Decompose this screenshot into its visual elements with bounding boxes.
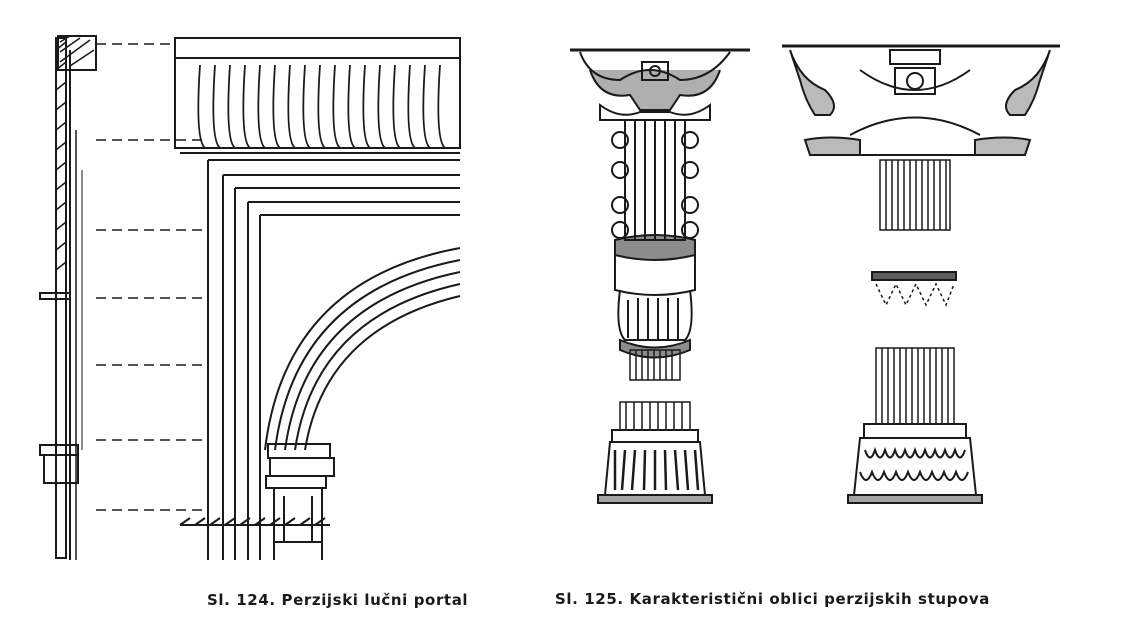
column-left (570, 48, 750, 504)
figure-124-caption: Sl. 124. Perzijski lučni portal (207, 591, 469, 609)
column-right (782, 44, 1060, 504)
column-left-shaft (619, 349, 691, 431)
portal-drawing (39, 35, 461, 560)
cornice (174, 37, 461, 154)
column-right-base (847, 423, 983, 504)
masonry-courses (96, 43, 205, 511)
door-frame (207, 159, 460, 540)
column-left-bell (614, 234, 696, 359)
column-left-volutes (611, 119, 699, 241)
column-right-ring (871, 271, 957, 307)
arch-bands (264, 247, 461, 451)
arch-impost (265, 443, 335, 543)
figure-125-caption: Sl. 125. Karakteristični oblici perzijsk… (555, 590, 990, 608)
column-right-capital (782, 44, 1060, 156)
left-wall-hatching (39, 35, 97, 560)
column-right-lower-shaft (875, 347, 955, 425)
column-left-capital (570, 48, 750, 121)
figure-persian-columns (560, 40, 1070, 510)
column-right-upper-shaft (879, 159, 951, 231)
column-left-base (597, 429, 713, 504)
figure-persian-arched-portal (30, 30, 470, 575)
ground (179, 517, 330, 560)
columns-drawing (570, 44, 1060, 504)
